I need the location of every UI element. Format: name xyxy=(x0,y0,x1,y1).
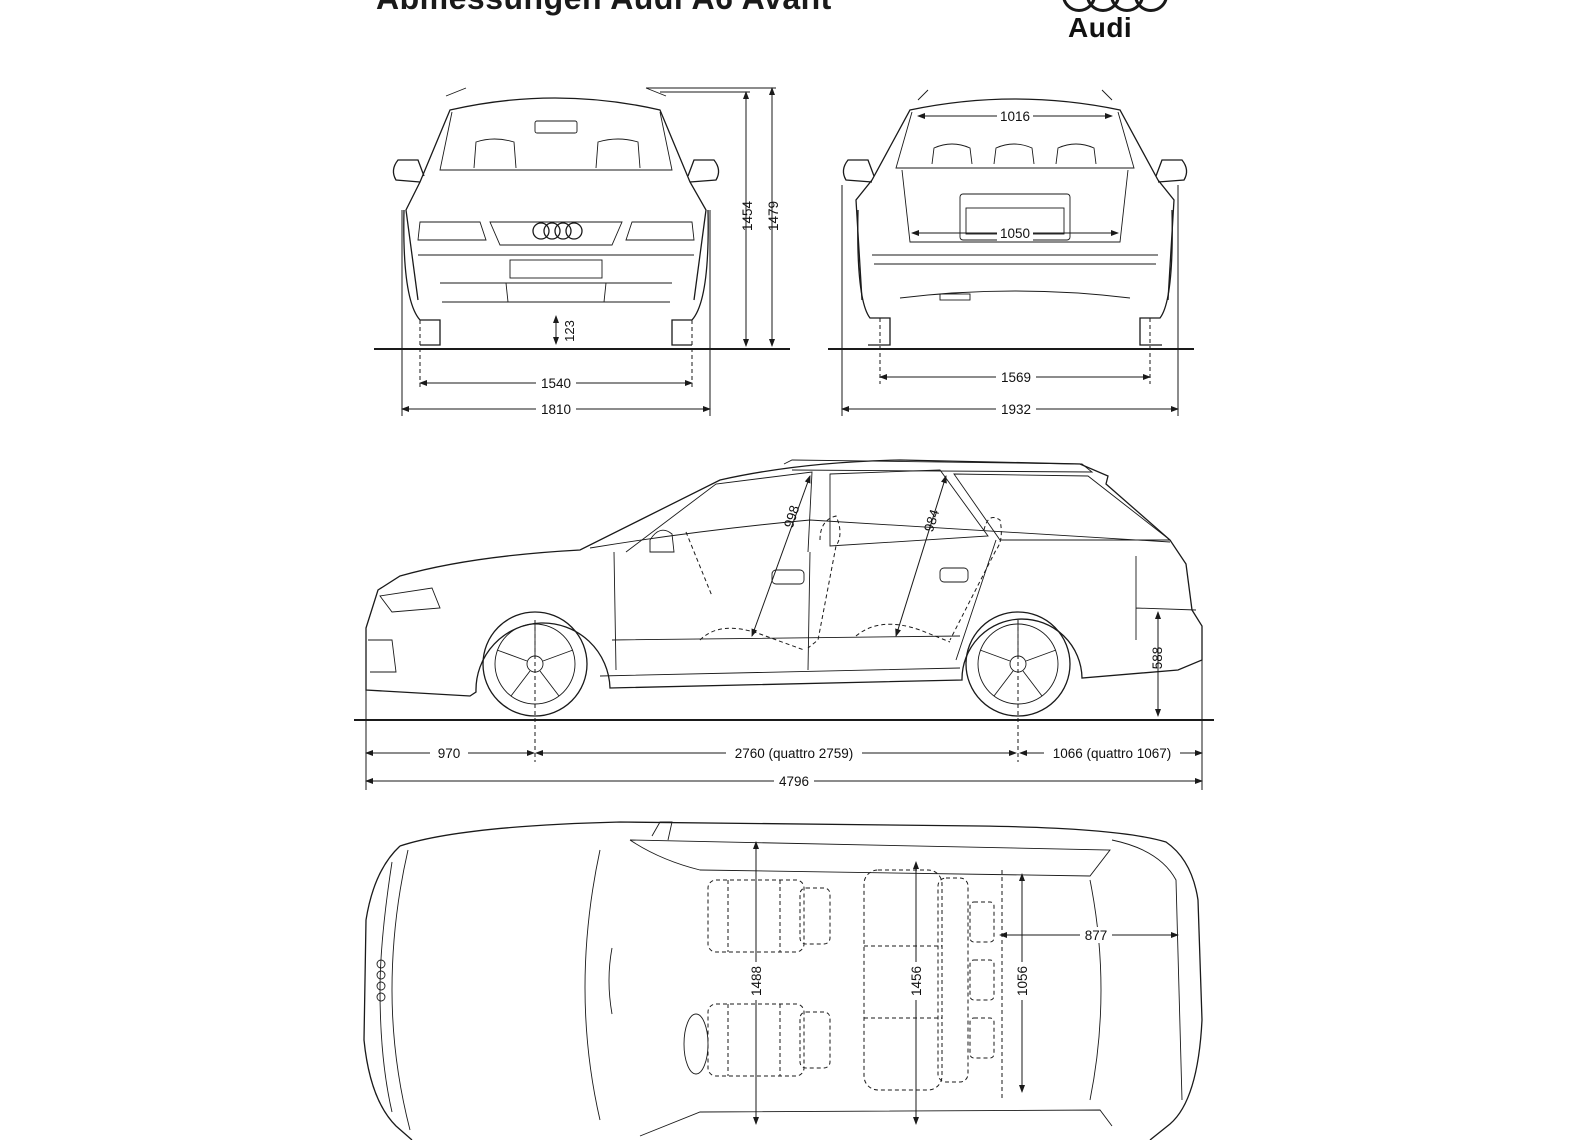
top-view: 1488 1456 1056 877 xyxy=(363,821,1203,1140)
rear-load-width-bottom-label: 1050 xyxy=(1000,226,1030,241)
overall-length-label: 4796 xyxy=(779,774,809,789)
load-floor-length-label: 877 xyxy=(1085,928,1108,943)
front-right-seat xyxy=(707,1003,831,1077)
height-1454-label: 1454 xyxy=(740,200,755,231)
rear-bench-seat xyxy=(863,869,995,1091)
rear-track-label: 1569 xyxy=(1001,370,1031,385)
rear-overhang-label: 1066 (quattro 1067) xyxy=(1053,746,1172,761)
front-width-label: 1810 xyxy=(541,402,571,417)
rear-headroom-label: 984 xyxy=(921,507,942,534)
front-overhang-label: 970 xyxy=(438,746,461,761)
front-view: 123 1454 1479 1540 1810 xyxy=(374,87,790,417)
rear-view: 1016 1050 1569 1932 xyxy=(828,89,1194,417)
front-headroom-label: 998 xyxy=(781,504,802,530)
front-elbow-width-label: 1488 xyxy=(749,966,764,996)
ground-clearance-label: 123 xyxy=(562,320,577,342)
rear-elbow-width-label: 1456 xyxy=(909,966,924,996)
load-floor-width-label: 1056 xyxy=(1015,966,1030,996)
brand-wordmark: Audi xyxy=(1068,12,1133,43)
rear-load-width-top-label: 1016 xyxy=(1000,109,1030,124)
side-view: 998 984 588 970 2760 (quattro 2759) 1066… xyxy=(354,459,1214,790)
height-1479-label: 1479 xyxy=(766,201,781,231)
rear-width-label: 1932 xyxy=(1001,402,1031,417)
front-left-seat xyxy=(707,879,831,953)
load-sill-height-label: 588 xyxy=(1150,647,1165,670)
wheelbase-label: 2760 (quattro 2759) xyxy=(735,746,854,761)
front-track-label: 1540 xyxy=(541,376,571,391)
page-title: Abmessungen Audi A6 Avant xyxy=(376,0,832,17)
